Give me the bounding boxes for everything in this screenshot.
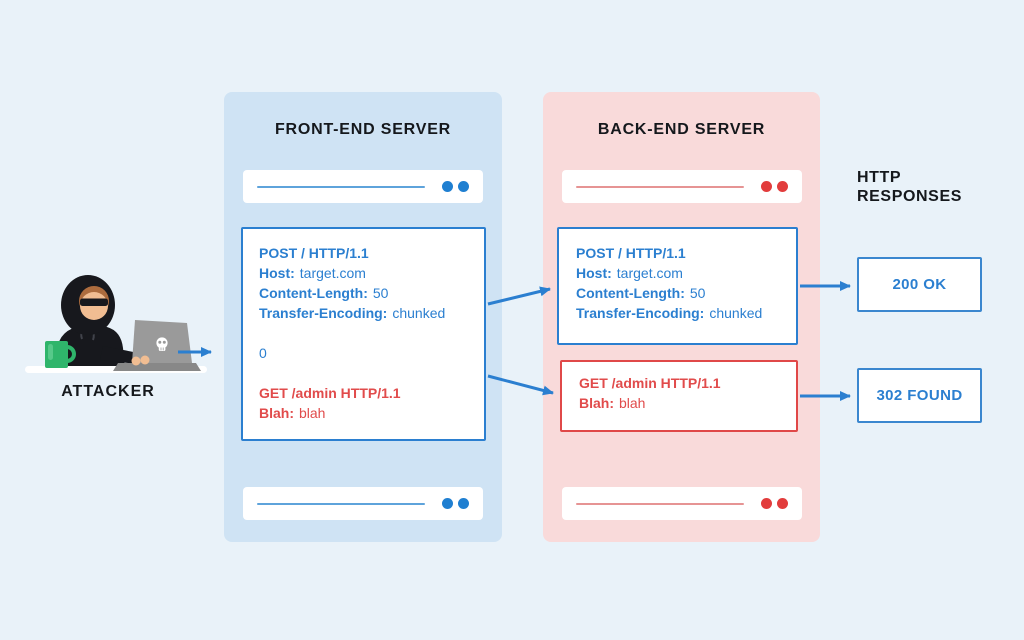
header-name: Blah: [259, 405, 294, 421]
smuggled-request-line: GET /admin HTTP/1.1 [259, 383, 484, 403]
header-value: target.com [299, 265, 366, 281]
front-end-request-box: POST / HTTP/1.1 Host:target.com Content-… [241, 227, 486, 441]
attacker-hand [140, 355, 150, 365]
heading-line: HTTP [857, 169, 902, 186]
back-end-server-slot-top [562, 170, 802, 203]
request-blank-line [259, 323, 484, 343]
request-line: POST / HTTP/1.1 [259, 243, 484, 263]
request-text: POST / HTTP/1.1 [259, 245, 369, 261]
server-led-dot [458, 498, 469, 509]
server-led-dot [442, 498, 453, 509]
heading-line: RESPONSES [857, 188, 962, 205]
request-line: Content-Length:50 [259, 283, 484, 303]
server-slot-line [576, 502, 744, 505]
back-end-first-request-box: POST / HTTP/1.1 Host:target.com Content-… [557, 227, 798, 345]
server-slot-line [257, 185, 425, 188]
server-slot-line [576, 185, 744, 188]
header-name: Host: [576, 265, 612, 281]
request-line: Content-Length:50 [576, 283, 796, 303]
request-line: POST / HTTP/1.1 [576, 243, 796, 263]
mug-icon [45, 341, 76, 368]
header-name: Transfer-Encoding: [259, 305, 388, 321]
request-line: Host:target.com [576, 263, 796, 283]
response-302-found-box: 302 FOUND [857, 368, 982, 423]
header-value: 50 [372, 285, 389, 301]
server-led-dot [458, 181, 469, 192]
front-end-server-slot-top [243, 170, 483, 203]
request-line: Host:target.com [259, 263, 484, 283]
response-label: 200 OK [892, 276, 947, 293]
smuggled-request-line: Blah: blah [259, 403, 484, 423]
laptop-base [113, 363, 201, 371]
header-value: 50 [689, 285, 706, 301]
header-value: blah [619, 395, 646, 411]
back-end-smuggled-request-box: GET /admin HTTP/1.1 Blah: blah [560, 360, 798, 432]
front-end-server-slot-bottom [243, 487, 483, 520]
request-text: POST / HTTP/1.1 [576, 245, 686, 261]
response-label: 302 FOUND [876, 387, 963, 404]
chunk-terminator: 0 [259, 345, 267, 361]
header-value: chunked [709, 305, 763, 321]
http-responses-heading: HTTP RESPONSES [857, 168, 962, 206]
attacker-hand [131, 356, 141, 366]
header-value: chunked [392, 305, 446, 321]
header-name: Transfer-Encoding: [576, 305, 705, 321]
request-line: 0 [259, 343, 484, 363]
server-led-dot [442, 181, 453, 192]
header-name: Host: [259, 265, 295, 281]
server-slot-line [257, 502, 425, 505]
front-end-server-title: FRONT-END SERVER [274, 121, 452, 138]
smuggled-request-line: GET /admin HTTP/1.1 [579, 373, 796, 393]
header-name: Blah: [579, 395, 614, 411]
request-blank-line [259, 363, 484, 383]
attacker-label: ATTACKER [61, 383, 155, 400]
header-value: blah [299, 405, 326, 421]
back-end-server-title: BACK-END SERVER [597, 121, 766, 138]
server-led-dot [761, 181, 772, 192]
request-text: GET /admin HTTP/1.1 [579, 375, 721, 391]
response-200-ok-box: 200 OK [857, 257, 982, 312]
smuggled-request-line: Blah: blah [579, 393, 796, 413]
sunglasses-icon [80, 298, 108, 306]
header-name: Content-Length: [576, 285, 685, 301]
header-name: Content-Length: [259, 285, 368, 301]
skull-icon [156, 337, 168, 351]
request-text: GET /admin HTTP/1.1 [259, 385, 401, 401]
request-line: Transfer-Encoding:chunked [576, 303, 796, 323]
back-end-server-slot-bottom [562, 487, 802, 520]
header-value: target.com [616, 265, 683, 281]
server-led-dot [777, 181, 788, 192]
attacker-illustration [25, 275, 207, 373]
server-led-dot [777, 498, 788, 509]
server-led-dot [761, 498, 772, 509]
request-line: Transfer-Encoding:chunked [259, 303, 484, 323]
